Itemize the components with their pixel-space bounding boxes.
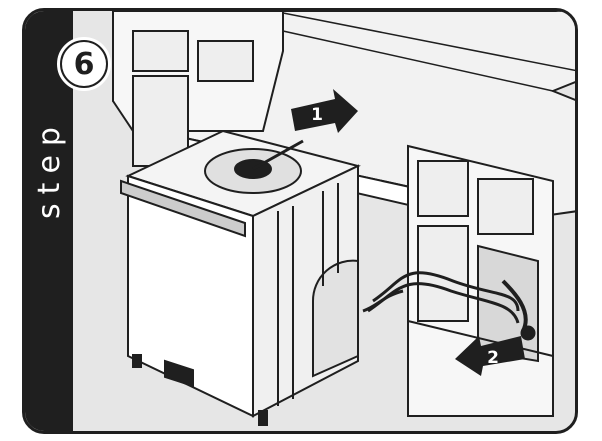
installation-illustration: 1 2 — [112, 11, 575, 426]
callout-2-label: 2 — [487, 348, 499, 368]
step-word: step — [31, 117, 67, 219]
callout-1-label: 1 — [311, 105, 323, 125]
dishwasher — [120, 129, 404, 426]
step-number-badge: 6 — [57, 37, 111, 91]
step-label: step — [27, 103, 71, 233]
left-cabinet — [112, 11, 284, 167]
callout-arrow-1: 1 — [291, 89, 358, 133]
instruction-frame: step — [22, 8, 578, 434]
callout-arrow-2: 2 — [455, 336, 525, 376]
step-number: 6 — [62, 42, 106, 86]
